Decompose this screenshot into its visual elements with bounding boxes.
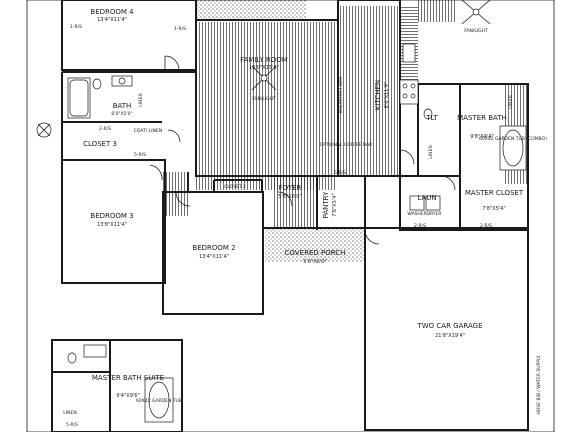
master-closet-dims: 7'8"X5'4" [482, 206, 506, 212]
bedroom3-dims: 13'8"X11'4" [97, 222, 127, 228]
kitchen-floor [338, 6, 398, 176]
top-right-floor [418, 0, 456, 22]
fan-light-icon [461, 0, 491, 25]
door-swing [175, 191, 191, 207]
fireplace-hearth [196, 0, 306, 20]
bath-name: BATH [113, 102, 132, 110]
covered-porch-name: COVERED PORCH [285, 249, 346, 257]
bedroom2-dims: 13'4"X11'4" [199, 254, 229, 260]
door-swing [149, 164, 163, 181]
top-fan-label: FAN/LIGHT [464, 28, 488, 34]
door-swing [277, 191, 293, 207]
suite-tub-label: 60X42 GARDEN TUB [136, 398, 182, 404]
dryer-label: DRYER [426, 211, 441, 217]
shelf-label: 1-R/S [174, 26, 186, 32]
toilet-room-name: TLT [425, 114, 438, 122]
bedroom4-dims: 13'4"X11'4" [97, 17, 127, 23]
shelf-label: 2-R/S [414, 223, 426, 229]
master-closet-name: MASTER CLOSET [465, 189, 524, 197]
suite-sink [83, 344, 107, 358]
fan-light-icon [251, 65, 277, 91]
plan-border [26, 0, 555, 432]
door-swing [164, 55, 180, 71]
shelf-label: 1-R/S [70, 24, 82, 30]
shelf-label: 2-R/S [99, 126, 111, 132]
door-swing [364, 229, 380, 245]
garden-tub-label: 60X42 GARDEN TUB (COMBO) [479, 136, 547, 142]
laundry-name: LAUN [417, 194, 436, 202]
family-fan-label: FAN/LIGHT [252, 96, 276, 102]
covered-porch-floor [265, 228, 365, 262]
master-wing-walls [399, 83, 529, 231]
shelf-label: 5-R/S [334, 170, 346, 176]
suite-toilet [67, 352, 77, 364]
door-swing [167, 129, 181, 143]
coffee-bar-label: OPTIONAL COFFEE BAR [320, 142, 373, 148]
toilet [92, 78, 102, 90]
master-suite-walls [51, 339, 183, 432]
toilet-master [423, 108, 433, 120]
closet3-name: CLOSET 3 [83, 140, 117, 148]
kitchen-sink [402, 43, 416, 63]
bath-dims: 6'0"X5'0" [111, 111, 132, 117]
range [399, 79, 419, 105]
shelf-label: 5-R/S [134, 152, 146, 158]
kitchen-name: KITCHEN [374, 80, 382, 110]
washer-box [409, 195, 425, 211]
hall-floor [163, 172, 188, 216]
linen-label: LINEN [138, 93, 144, 106]
breakfast-bar-label: BREAKFAST BAR [338, 77, 344, 114]
bedroom4-name: BEDROOM 4 [90, 8, 134, 16]
pantry-name: PANTRY [322, 191, 330, 218]
coat-linen-label: COAT/ LINEN [134, 128, 162, 134]
covered-porch-dims: 5'0"X6'0" [303, 259, 327, 265]
bedroom2-name: BEDROOM 2 [192, 244, 235, 252]
family-room-name: FAMILY ROOM [240, 56, 288, 64]
shelf-label: 5-R/S [66, 422, 78, 428]
pantry-dims: 7'8"X5'4" [332, 193, 338, 217]
family-room-floor [196, 22, 336, 190]
dryer-box [425, 195, 441, 211]
suite-name: MASTER BATH SUITE [92, 374, 164, 382]
foyer-floor [272, 176, 317, 228]
family-room-dims: 16'0"X15'4" [249, 65, 279, 71]
door-swing [399, 149, 415, 165]
master-bath-dims: 9'8"X4'4" [470, 134, 494, 140]
bedroom3-name: BEDROOM 3 [90, 212, 133, 220]
linen-label-tlt: LINEN [428, 145, 434, 158]
foyer-dims: 5'8"X6'0" [278, 194, 302, 200]
closet2-name: CLOSET 2 [224, 184, 246, 190]
shelf-label: 2-R/S [480, 223, 492, 229]
door-swing [440, 175, 456, 191]
foyer-name: FOYER [279, 184, 302, 192]
kitchen-dims: 8'0"X11'4" [384, 82, 390, 109]
suite-linen-label: LINEN [63, 410, 76, 416]
master-bath-name: MASTER BATH [457, 114, 507, 122]
garage-dims: 21'8"X19'4" [435, 333, 465, 339]
suite-dims: 9'4"X9'6" [116, 393, 140, 399]
hose-bib-label: HOSE BIB / WATER SUPPLY [536, 355, 542, 415]
linen-label-master: LINEN [508, 95, 514, 108]
washer-label: WASHER [407, 211, 427, 217]
garage-walls [364, 227, 529, 431]
garage-name: TWO CAR GARAGE [416, 322, 482, 330]
